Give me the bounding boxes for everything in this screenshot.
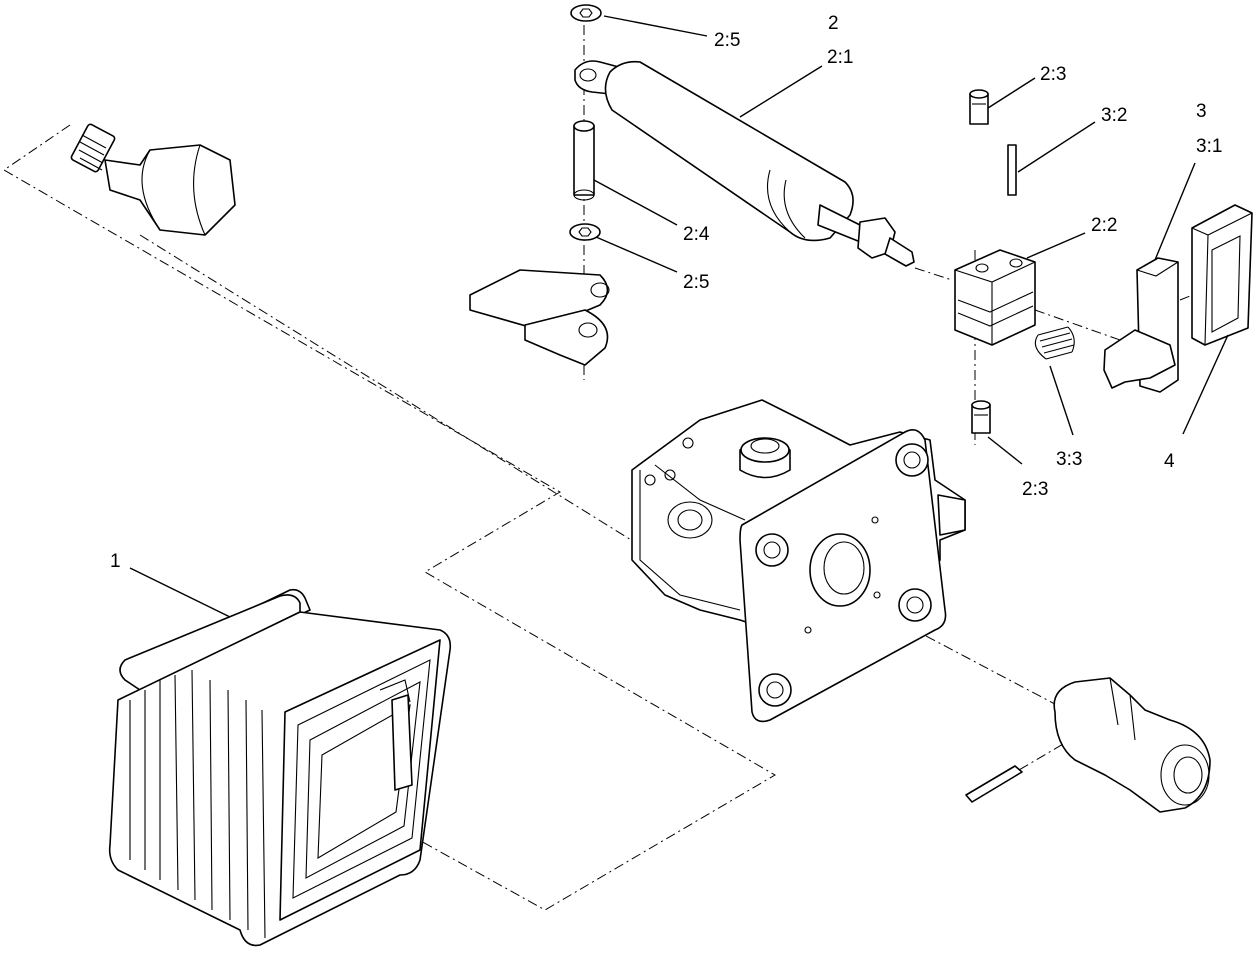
pin-2-3-bottom <box>971 400 991 434</box>
label-4: 4 <box>1164 451 1175 472</box>
steering-shaft <box>70 123 236 236</box>
label-2-2: 2:2 <box>1091 215 1117 236</box>
label-3-2: 3:2 <box>1101 105 1127 126</box>
gas-strut-cylinder <box>574 60 915 267</box>
latch-3-1 <box>1103 257 1179 393</box>
label-1: 1 <box>110 551 121 572</box>
pin-2-4 <box>573 120 595 201</box>
label-2-1: 2:1 <box>827 47 853 68</box>
pin-3-2 <box>1007 144 1017 196</box>
label-3-1: 3:1 <box>1196 136 1222 157</box>
grip-pad-4 <box>1191 204 1253 346</box>
roll-pin <box>965 765 1023 803</box>
label-3: 3 <box>1196 101 1207 122</box>
label-2-3-top: 2:3 <box>1040 64 1066 85</box>
label-2-3-bottom: 2:3 <box>1022 479 1048 500</box>
washer-2-5-top <box>570 4 602 22</box>
label-2-5-mid: 2:5 <box>683 272 709 293</box>
label-2-5-top: 2:5 <box>714 30 740 51</box>
spring-3-3 <box>1034 326 1075 360</box>
rubber-boot-bellows <box>108 588 452 947</box>
label-2: 2 <box>828 13 839 34</box>
steering-pivot-frame <box>631 399 966 723</box>
block-2-2 <box>954 249 1036 346</box>
label-3-3: 3:3 <box>1056 449 1082 470</box>
mounting-bracket <box>469 269 610 366</box>
callout-labels: 1 2 2:1 2:5 2:4 2:5 2:3 3:2 2:2 3 3:1 3:… <box>110 13 1222 572</box>
label-2-4: 2:4 <box>683 224 710 245</box>
leader-lines <box>129 15 1229 618</box>
universal-joint <box>1053 677 1211 813</box>
washer-2-5-mid <box>569 223 601 241</box>
pin-2-3-top <box>969 89 989 125</box>
